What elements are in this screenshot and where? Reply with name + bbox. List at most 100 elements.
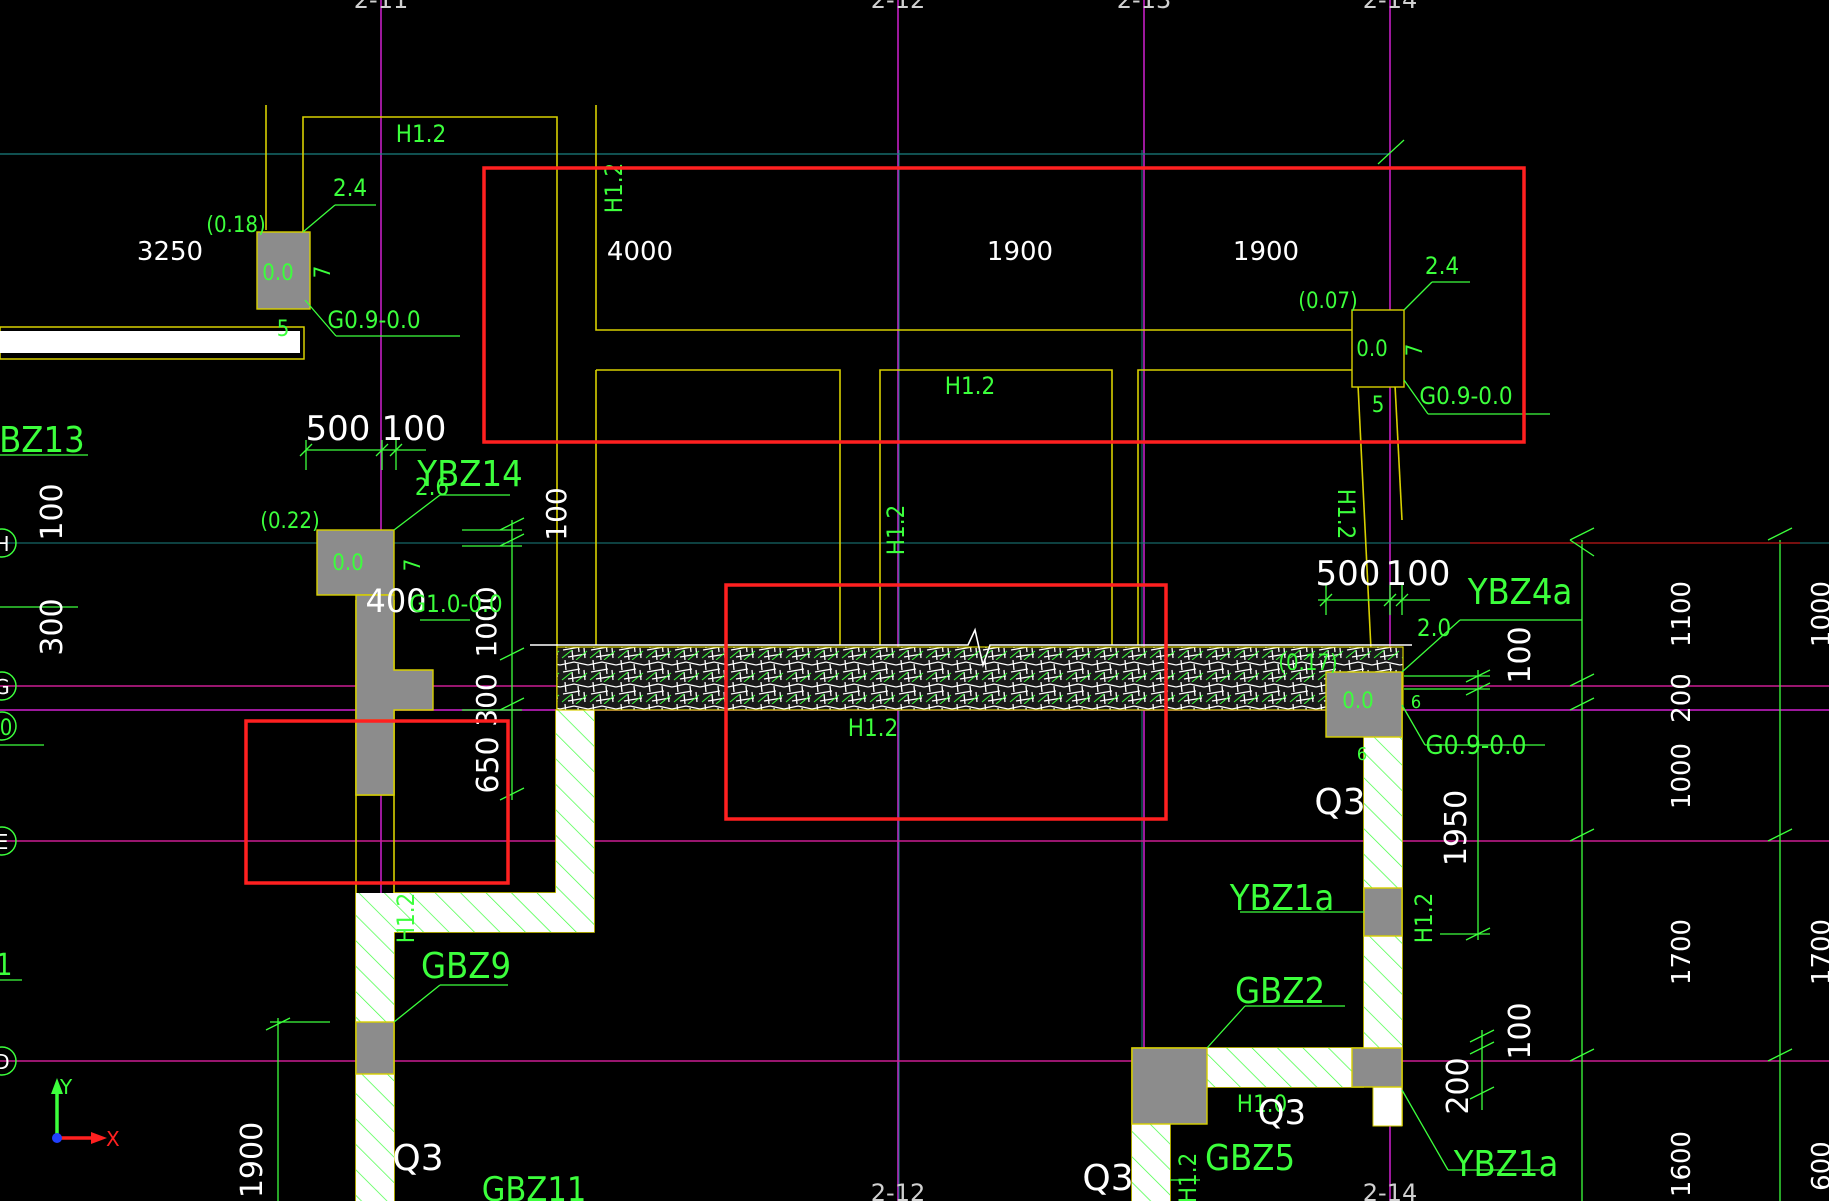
- annot-text: (0.07): [1298, 289, 1358, 314]
- annot-text: G0.9-0.0: [1426, 731, 1527, 761]
- brick-lintel: [556, 646, 1404, 711]
- dim-text: 1100: [1667, 581, 1697, 647]
- component-label: YBZ14: [416, 454, 522, 495]
- dimension-lines: [0, 139, 1800, 1201]
- markup-highlights[interactable]: [244, 166, 1526, 885]
- concrete-wall: [394, 710, 594, 932]
- dim-text: 400: [365, 582, 426, 620]
- dim-text: 200: [1667, 673, 1697, 723]
- ucs-x-label: X: [106, 1127, 120, 1151]
- column-ybz14: [316, 529, 395, 596]
- annot-text: H1.2: [848, 714, 899, 742]
- dim-text: 100: [1503, 626, 1538, 683]
- axis-label-2-11: 2-11: [354, 0, 408, 14]
- axis-bubble-e: [0, 826, 17, 856]
- wall-outline: [1394, 384, 1403, 521]
- column-gbz9: [355, 1021, 395, 1075]
- annot-text: 7: [311, 266, 336, 279]
- axis-label-g: G: [0, 675, 10, 699]
- axis-label-e: E: [0, 830, 8, 854]
- highlight-box-top[interactable]: [482, 166, 1526, 444]
- annot-text: G0.9-0.0: [327, 306, 420, 334]
- annot-text: G1.0-0.0: [409, 590, 502, 618]
- dim-text: 100: [35, 483, 70, 540]
- dim-text: 500: [306, 409, 371, 449]
- column-ybz4a: [1325, 671, 1403, 738]
- wall-label: Q3: [1258, 1093, 1306, 1133]
- dim-text: 650: [471, 736, 506, 793]
- component-label: YBZ4a: [1467, 572, 1573, 613]
- wall-outline: [1137, 369, 1355, 645]
- dim-text: 300: [35, 598, 70, 655]
- annot-text: H1.2: [396, 120, 447, 148]
- concrete-wall: [1364, 700, 1402, 1048]
- concrete-walls: [356, 700, 1403, 1201]
- wall-label: Q3: [1082, 1158, 1133, 1199]
- wall-outline: [302, 116, 558, 710]
- dim-text: 1600: [1667, 1131, 1697, 1197]
- dim-text: 100: [1503, 1002, 1538, 1059]
- column-ybz1a-b: [1351, 1047, 1403, 1088]
- dim-text: 4000: [607, 237, 673, 267]
- dim-text: 1000: [1807, 581, 1829, 647]
- component-label: YBZ13: [0, 420, 85, 461]
- component-label: GBZ2: [1235, 971, 1325, 1012]
- drawing-texts: 3250 4000 1900 1900 500 100 400 500 100 …: [0, 120, 1829, 1201]
- axis-bubble-g: [0, 671, 17, 701]
- break-line: [530, 627, 1412, 668]
- annot-text: H1.2: [600, 163, 628, 214]
- wall-outline: [879, 369, 1113, 645]
- axis-label-2-12: 2-12: [871, 0, 925, 14]
- dim-text: 600: [1807, 1141, 1829, 1191]
- dim-text: 500: [1316, 554, 1381, 594]
- annot-text: H1.2: [882, 505, 910, 556]
- component-label: GBZ11: [482, 1170, 587, 1201]
- axis-label-2-14: 2-14: [1363, 0, 1417, 14]
- highlight-box-center[interactable]: [724, 583, 1168, 821]
- existing-wall-fill: [0, 331, 300, 353]
- annot-text: 0.0: [1342, 689, 1373, 714]
- dim-text: 1900: [1233, 237, 1299, 267]
- annot-text: 5: [277, 317, 290, 342]
- wall-outline: [1357, 384, 1373, 671]
- axis-bubble-f: [0, 711, 17, 741]
- axis-bubble-h: [0, 528, 17, 558]
- ucs-y-label: Y: [59, 1075, 73, 1099]
- dim-text: 1700: [1807, 919, 1829, 985]
- annot-text: H1.2: [945, 372, 996, 400]
- highlight-box-left[interactable]: [244, 719, 510, 885]
- dim-text: 1900: [987, 237, 1053, 267]
- annot-text: H1.2: [1332, 489, 1360, 540]
- component-label: GBZ5: [1205, 1138, 1295, 1179]
- annot-text: H1.2: [1174, 1153, 1202, 1201]
- component-label: YBZ1a: [1229, 878, 1335, 919]
- annot-text: (0.17): [1278, 651, 1338, 676]
- dim-text: 200: [1441, 1057, 1476, 1114]
- annot-text: G0.9-0.0: [1419, 382, 1512, 410]
- columns: [256, 231, 1405, 1125]
- annot-text: 5: [1372, 393, 1385, 418]
- axis-label-2-12-bottom: 2-12: [871, 1179, 925, 1201]
- existing-wall-white: [0, 326, 305, 360]
- annot-text: 2.4: [1425, 252, 1459, 280]
- annot-text: 0.0: [1356, 337, 1387, 362]
- annot-text: 2.0: [1417, 614, 1451, 642]
- annot-text: (0.22): [260, 509, 320, 534]
- column-right-top: [1351, 309, 1405, 388]
- axis-labels: 2-11 2-12 2-13 2-14 2-12 2-14 H G 0 E 1 …: [0, 0, 1417, 1201]
- dim-text: 1000: [470, 586, 503, 657]
- dim-text: 1700: [1667, 919, 1697, 985]
- dim-text: 3250: [137, 237, 203, 267]
- column-gbz2: [1131, 1047, 1208, 1125]
- wall-outline: [595, 105, 1355, 331]
- dim-text: 300: [470, 673, 503, 726]
- component-label: YBZ1a: [1453, 1144, 1559, 1185]
- component-label: GBZ9: [421, 946, 511, 987]
- annot-text: (0.18): [206, 213, 266, 238]
- wall-label: Q3: [1314, 782, 1365, 823]
- annot-text: 0.0: [262, 261, 293, 286]
- ucs-icon: Y X: [51, 1075, 120, 1151]
- wall-label: Q3: [392, 1138, 443, 1179]
